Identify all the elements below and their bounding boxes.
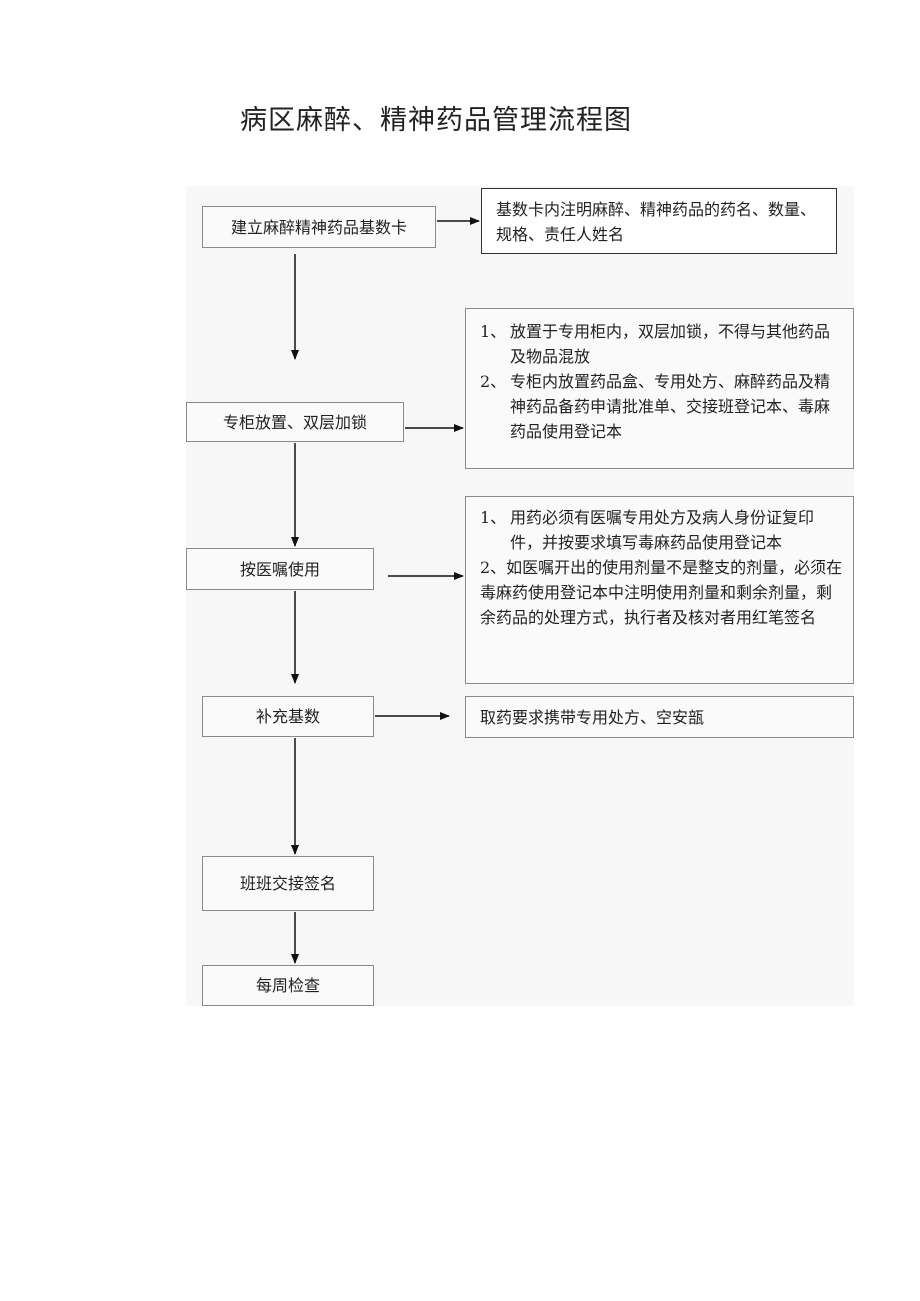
- page-title: 病区麻醉、精神药品管理流程图: [240, 105, 632, 136]
- note-medication-use: 1、用药必须有医嘱专用处方及病人身份证复印件，并按要求填写毒麻药品使用登记本 2…: [465, 496, 854, 684]
- note-text: 取药要求携带专用处方、空安瓿: [480, 708, 705, 727]
- note-text: 基数卡内注明麻醉、精神药品的药名、数量、规格、责任人姓名: [496, 200, 817, 244]
- item-text: 专柜内放置药品盒、专用处方、麻醉药品及精神药品备药申请批准单、交接班登记本、毒麻…: [510, 372, 831, 441]
- step-label: 按医嘱使用: [239, 559, 320, 579]
- note-base-card: 基数卡内注明麻醉、精神药品的药名、数量、规格、责任人姓名: [481, 188, 837, 254]
- note-item: 2、专柜内放置药品盒、专用处方、麻醉药品及精神药品备药申请批准单、交接班登记本、…: [480, 369, 843, 444]
- step-label: 专柜放置、双层加锁: [222, 412, 367, 432]
- note-cabinet: 1、放置于专用柜内，双层加锁，不得与其他药品及物品混放 2、专柜内放置药品盒、专…: [465, 308, 854, 469]
- note-item: 1、放置于专用柜内，双层加锁，不得与其他药品及物品混放: [480, 319, 843, 369]
- step-shift-handover-sign: 班班交接签名: [202, 856, 374, 911]
- note-item: 1、用药必须有医嘱专用处方及病人身份证复印件，并按要求填写毒麻药品使用登记本: [480, 505, 843, 555]
- note-item: 2、如医嘱开出的使用剂量不是整支的剂量，必须在毒麻药使用登记本中注明使用剂量和剩…: [480, 558, 843, 627]
- step-label: 建立麻醉精神药品基数卡: [230, 217, 407, 237]
- step-weekly-check: 每周检查: [202, 965, 374, 1006]
- step-label: 每周检查: [255, 976, 320, 995]
- step-use-per-order: 按医嘱使用: [186, 548, 374, 590]
- item-text: 用药必须有医嘱专用处方及病人身份证复印件，并按要求填写毒麻药品使用登记本: [510, 508, 815, 552]
- item-number: 2、: [480, 372, 507, 391]
- step-cabinet-lock: 专柜放置、双层加锁: [186, 402, 404, 442]
- step-build-base-card: 建立麻醉精神药品基数卡: [202, 206, 436, 248]
- item-number: 1、: [480, 322, 507, 341]
- item-number: 1、: [480, 508, 507, 527]
- step-label: 班班交接签名: [239, 874, 336, 893]
- note-replenish: 取药要求携带专用处方、空安瓿: [465, 696, 854, 738]
- step-replenish-base: 补充基数: [202, 696, 374, 737]
- item-text: 放置于专用柜内，双层加锁，不得与其他药品及物品混放: [510, 322, 831, 366]
- step-label: 补充基数: [255, 707, 320, 726]
